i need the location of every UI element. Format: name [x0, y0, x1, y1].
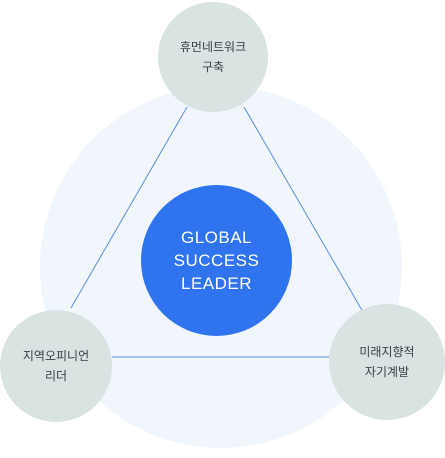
node-label-line: 휴먼네트워크 — [179, 40, 247, 54]
node-label-line: 구축 — [201, 60, 225, 74]
connector-top-left — [70, 106, 188, 309]
node-human-network: 휴먼네트워크 구축 — [158, 2, 268, 112]
center-label-line: LEADER — [180, 274, 253, 293]
node-local-opinion-leader: 지역오피니언 리더 — [0, 310, 112, 422]
center-label-line: GLOBAL — [180, 228, 253, 247]
node-label-line: 리더 — [44, 369, 68, 383]
node-label-line: 미래지향적 — [359, 345, 415, 359]
node-label-line: 자기계발 — [364, 365, 410, 379]
connector-top-right — [243, 106, 364, 313]
node-label-line: 지역오피니언 — [22, 349, 90, 363]
center-global-success-leader: GLOBAL SUCCESS LEADER — [141, 185, 292, 336]
node-self-development: 미래지향적 자기계발 — [329, 304, 445, 420]
center-label-line: SUCCESS — [173, 251, 260, 270]
